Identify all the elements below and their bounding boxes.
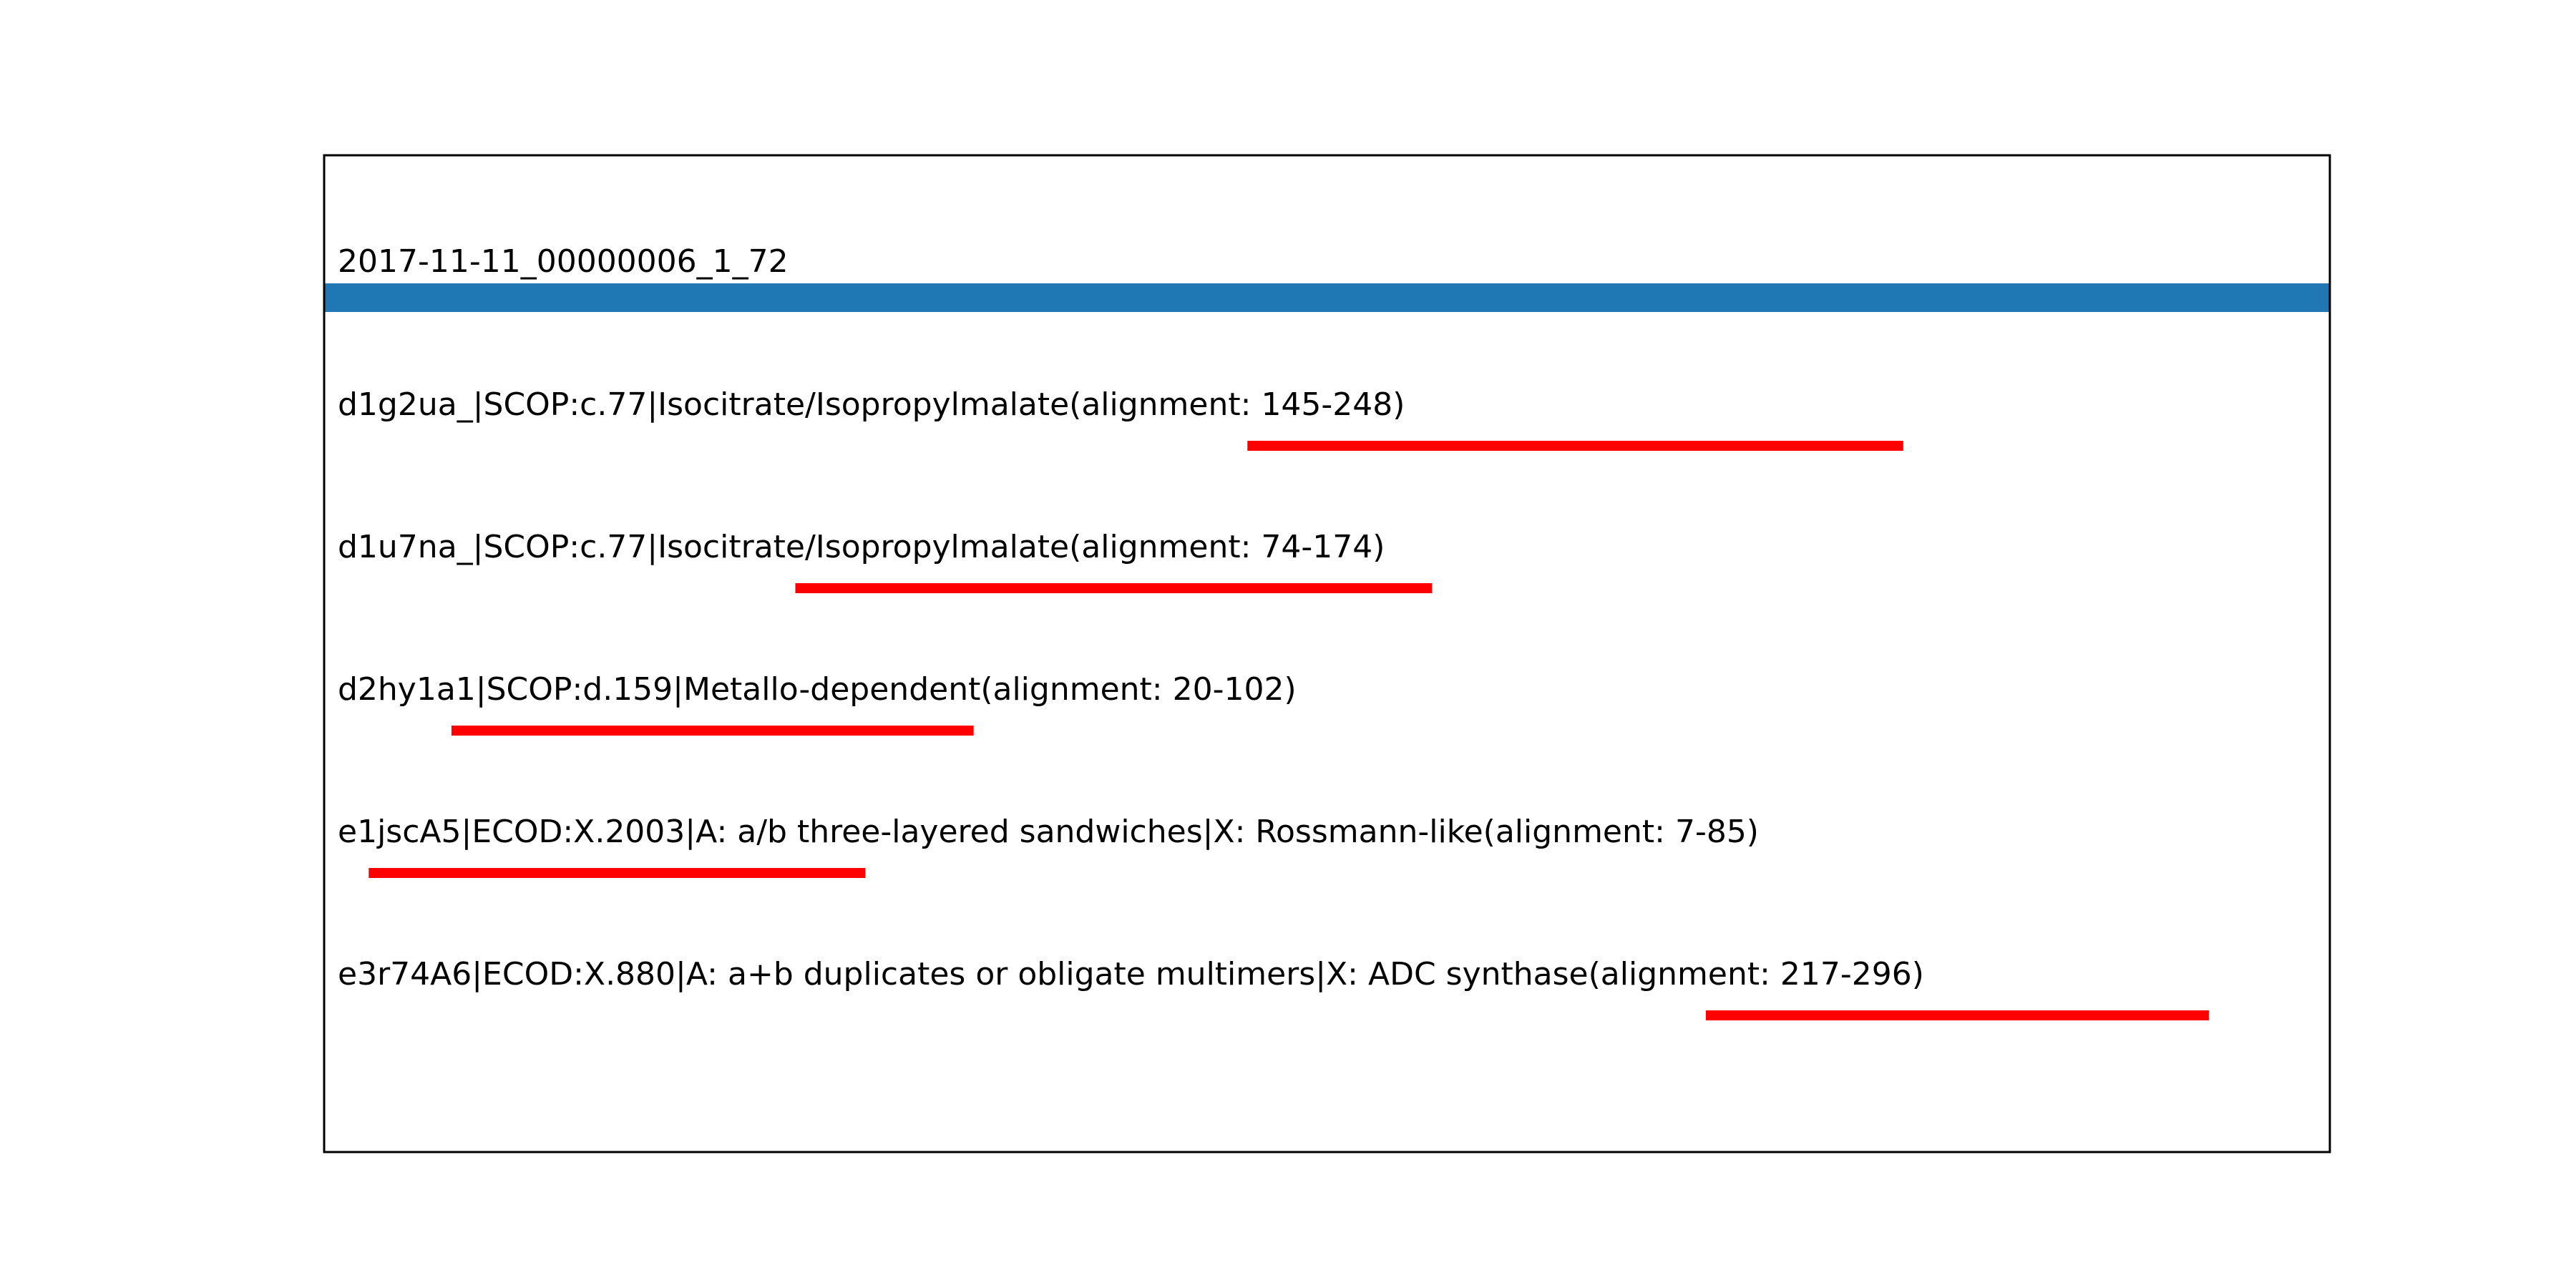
hit-bar	[1247, 441, 1903, 451]
query-bar	[324, 283, 2330, 312]
query-label: 2017-11-11_00000006_1_72	[338, 243, 789, 280]
hit-label: e3r74A6|ECOD:X.880|A: a+b duplicates or …	[338, 956, 1924, 992]
plot-frame	[323, 154, 2331, 1153]
chart-marks: 2017-11-11_00000006_1_72 d1g2ua_|SCOP:c.7…	[324, 243, 2330, 1020]
plot-area	[324, 155, 2330, 1152]
hit-bar	[451, 726, 974, 736]
hit-label: e1jscA5|ECOD:X.2003|A: a/b three-layered…	[338, 814, 1759, 850]
hit-label: d1g2ua_|SCOP:c.77|Isocitrate/Isopropylma…	[338, 386, 1405, 423]
hit-bar	[795, 583, 1433, 593]
hit-bar	[369, 868, 866, 878]
hit-label: d1u7na_|SCOP:c.77|Isocitrate/Isopropylma…	[338, 529, 1385, 565]
hit-label: d2hy1a1|SCOP:d.159|Metallo-dependent(ali…	[338, 671, 1297, 708]
hit-bar	[1705, 1010, 2209, 1020]
